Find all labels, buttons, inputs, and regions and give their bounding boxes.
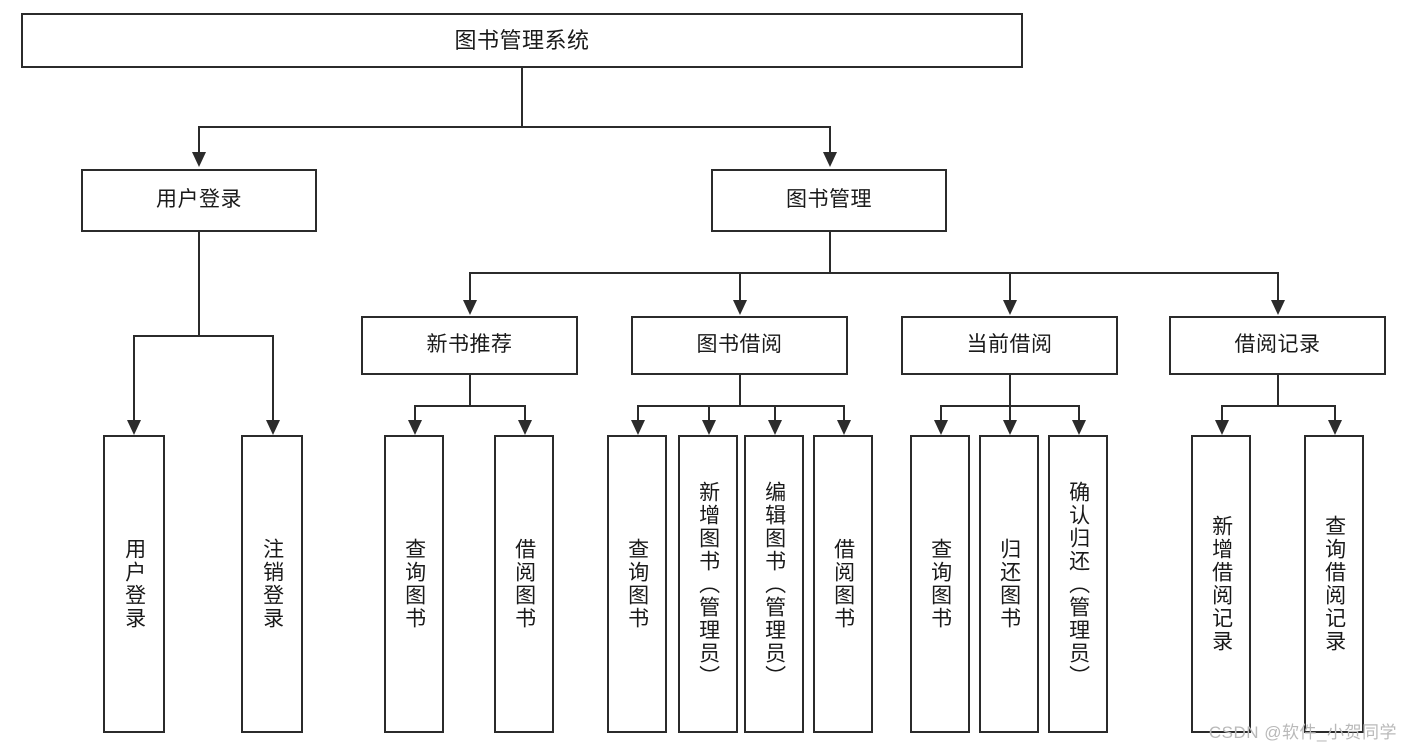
connector-br-to-leaf-2	[1334, 405, 1336, 420]
leaf-query-book-3[interactable]: 查询图书	[910, 435, 970, 733]
arrowhead-user-login-leaf-2	[266, 420, 280, 435]
arrowhead-bb-leaf-1	[631, 420, 645, 435]
connector-user-login-stem	[198, 232, 200, 335]
connector-root-bus	[198, 126, 830, 128]
connector-bb-to-leaf-3	[774, 405, 776, 420]
connector-user-login-to-leaf-2	[272, 335, 274, 420]
node-root-system[interactable]: 图书管理系统	[21, 13, 1023, 68]
node-current-borrow[interactable]: 当前借阅	[901, 316, 1118, 375]
connector-cb-to-leaf-2	[1009, 405, 1011, 420]
leaf-query-book-2[interactable]: 查询图书	[607, 435, 667, 733]
connector-book-management-stem	[829, 232, 831, 272]
node-label: 新书推荐	[426, 333, 513, 357]
leaf-add-record[interactable]: 新增借阅记录	[1191, 435, 1251, 733]
leaf-confirm-return[interactable]: 确认归还（管理员）	[1048, 435, 1108, 733]
node-label: 借阅图书	[512, 538, 536, 630]
arrowhead-bb-leaf-3	[768, 420, 782, 435]
arrowhead-br-leaf-2	[1328, 420, 1342, 435]
node-label: 新增借阅记录	[1209, 515, 1233, 653]
node-label: 查询图书	[402, 538, 426, 630]
leaf-edit-book[interactable]: 编辑图书（管理员）	[744, 435, 804, 733]
node-book-borrow[interactable]: 图书借阅	[631, 316, 848, 375]
node-label: 图书借阅	[696, 333, 783, 357]
leaf-logout-login[interactable]: 注销登录	[241, 435, 303, 733]
connector-book-borrow-stem	[739, 375, 741, 405]
node-label: 图书管理系统	[454, 27, 590, 53]
arrowhead-cb-leaf-1	[934, 420, 948, 435]
node-label: 查询借阅记录	[1322, 515, 1346, 653]
node-label: 归还图书	[997, 538, 1021, 630]
leaf-query-record[interactable]: 查询借阅记录	[1304, 435, 1364, 733]
node-label: 借阅图书	[831, 538, 855, 630]
arrowhead-bb-leaf-2	[702, 420, 716, 435]
leaf-borrow-book-2[interactable]: 借阅图书	[813, 435, 873, 733]
arrowhead-bm-to-new-book	[463, 300, 477, 315]
node-label: 新增图书（管理员）	[696, 480, 720, 688]
arrowhead-bb-leaf-4	[837, 420, 851, 435]
node-user-login[interactable]: 用户登录	[81, 169, 317, 232]
arrowhead-br-leaf-1	[1215, 420, 1229, 435]
arrowhead-bm-to-current-borrow	[1003, 300, 1017, 315]
connector-new-book-to-leaf-2	[524, 405, 526, 420]
arrowhead-cb-leaf-2	[1003, 420, 1017, 435]
connector-borrow-record-stem	[1277, 375, 1279, 405]
node-label: 查询图书	[625, 538, 649, 630]
connector-user-login-bus	[133, 335, 274, 337]
connector-borrow-record-bus	[1221, 405, 1334, 407]
connector-cb-to-leaf-3	[1078, 405, 1080, 420]
connector-user-login-to-leaf-1	[133, 335, 135, 420]
connector-new-book-stem	[469, 375, 471, 405]
connector-book-management-bus	[469, 272, 1278, 274]
node-borrow-record[interactable]: 借阅记录	[1169, 316, 1386, 375]
node-label: 用户登录	[156, 188, 242, 212]
node-label: 注销登录	[260, 538, 284, 630]
connector-bm-to-new-book	[469, 272, 471, 300]
connector-bb-to-leaf-4	[843, 405, 845, 420]
node-label: 编辑图书（管理员）	[762, 480, 786, 688]
node-new-book-recommend[interactable]: 新书推荐	[361, 316, 578, 375]
connector-bm-to-book-borrow	[739, 272, 741, 300]
leaf-return-book[interactable]: 归还图书	[979, 435, 1039, 733]
connector-bb-to-leaf-1	[637, 405, 639, 420]
arrowhead-user-login-leaf-1	[127, 420, 141, 435]
connector-root-to-user-login	[198, 126, 200, 152]
connector-book-borrow-bus	[637, 405, 843, 407]
connector-current-borrow-stem	[1009, 375, 1011, 405]
leaf-query-book-1[interactable]: 查询图书	[384, 435, 444, 733]
connector-bm-to-borrow-record	[1277, 272, 1279, 300]
connector-cb-to-leaf-1	[940, 405, 942, 420]
connector-bb-to-leaf-2	[708, 405, 710, 420]
leaf-borrow-book-1[interactable]: 借阅图书	[494, 435, 554, 733]
arrowhead-new-book-leaf-2	[518, 420, 532, 435]
node-label: 用户登录	[122, 538, 146, 630]
connector-new-book-bus	[414, 405, 525, 407]
connector-bm-to-current-borrow	[1009, 272, 1011, 300]
node-label: 确认归还（管理员）	[1066, 480, 1090, 688]
node-label: 借阅记录	[1234, 333, 1321, 357]
node-label: 当前借阅	[966, 333, 1053, 357]
node-label: 查询图书	[928, 538, 952, 630]
node-book-management[interactable]: 图书管理	[711, 169, 947, 232]
connector-new-book-to-leaf-1	[414, 405, 416, 420]
node-label: 图书管理	[786, 188, 872, 212]
leaf-add-book[interactable]: 新增图书（管理员）	[678, 435, 738, 733]
arrowhead-root-to-user-login	[192, 152, 206, 167]
connector-root-to-book-management	[829, 126, 831, 152]
connector-br-to-leaf-1	[1221, 405, 1223, 420]
arrowhead-new-book-leaf-1	[408, 420, 422, 435]
arrowhead-bm-to-book-borrow	[733, 300, 747, 315]
arrowhead-root-to-book-management	[823, 152, 837, 167]
csdn-watermark: CSDN @软件_小贺同学	[1208, 723, 1397, 742]
leaf-user-login[interactable]: 用户登录	[103, 435, 165, 733]
arrowhead-bm-to-borrow-record	[1271, 300, 1285, 315]
connector-root-stem	[521, 68, 523, 126]
arrowhead-cb-leaf-3	[1072, 420, 1086, 435]
